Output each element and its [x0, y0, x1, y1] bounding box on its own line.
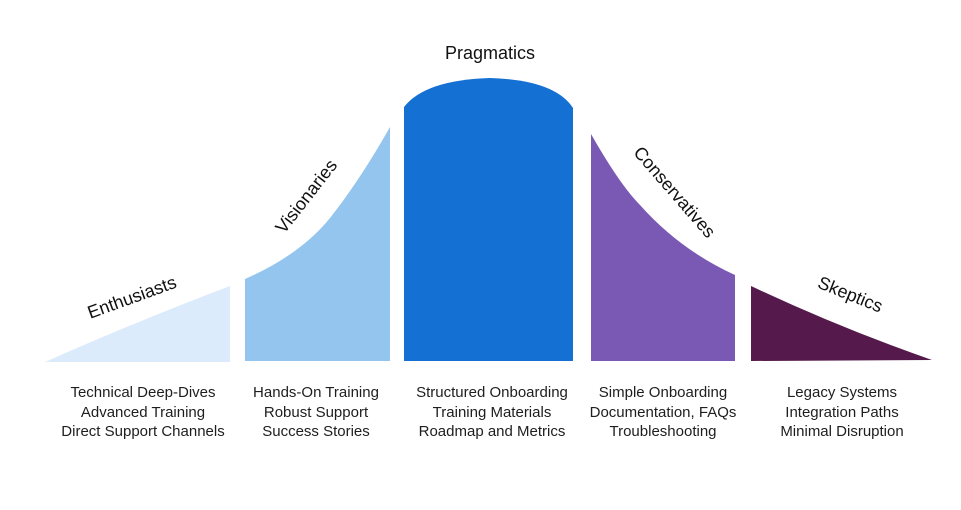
segment-items-pragmatics: Structured Onboarding Training Materials…: [416, 383, 568, 442]
segment-shape-enthusiasts: [45, 286, 230, 362]
list-item: Hands-On Training: [253, 384, 379, 401]
segment-shape-conservatives: [591, 134, 735, 361]
list-item: Robust Support: [263, 403, 369, 421]
list-item: Troubleshooting: [609, 423, 717, 440]
list-item: Documentation, FAQs: [589, 403, 737, 421]
list-item: Simple Onboarding: [598, 384, 728, 401]
list-item: Advanced Training: [80, 403, 206, 421]
segment-items-visionaries: Hands-On Training Robust Support Success…: [253, 383, 379, 442]
list-item: Success Stories: [262, 423, 370, 440]
segment-items-enthusiasts: Technical Deep-Dives Advanced Training D…: [61, 383, 224, 442]
segment-items-conservatives: Simple Onboarding Documentation, FAQs Tr…: [590, 383, 737, 442]
segment-title-pragmatics: Pragmatics: [445, 43, 535, 63]
list-item: Direct Support Channels: [61, 423, 225, 440]
segment-shape-pragmatics: [404, 78, 573, 361]
list-item: Legacy Systems: [786, 384, 898, 401]
list-item: Roadmap and Metrics: [418, 423, 566, 440]
segment-items-skeptics: Legacy Systems Integration Paths Minimal…: [780, 383, 903, 442]
segment-shape-skeptics: [751, 286, 932, 361]
list-item: Technical Deep-Dives: [70, 384, 216, 401]
segment-shape-visionaries: [245, 127, 390, 361]
list-item: Minimal Disruption: [780, 423, 904, 440]
list-item: Integration Paths: [785, 403, 899, 421]
segment-title-skeptics: Skeptics: [815, 272, 886, 316]
list-item: Structured Onboarding: [416, 384, 568, 401]
list-item: Training Materials: [432, 403, 552, 421]
